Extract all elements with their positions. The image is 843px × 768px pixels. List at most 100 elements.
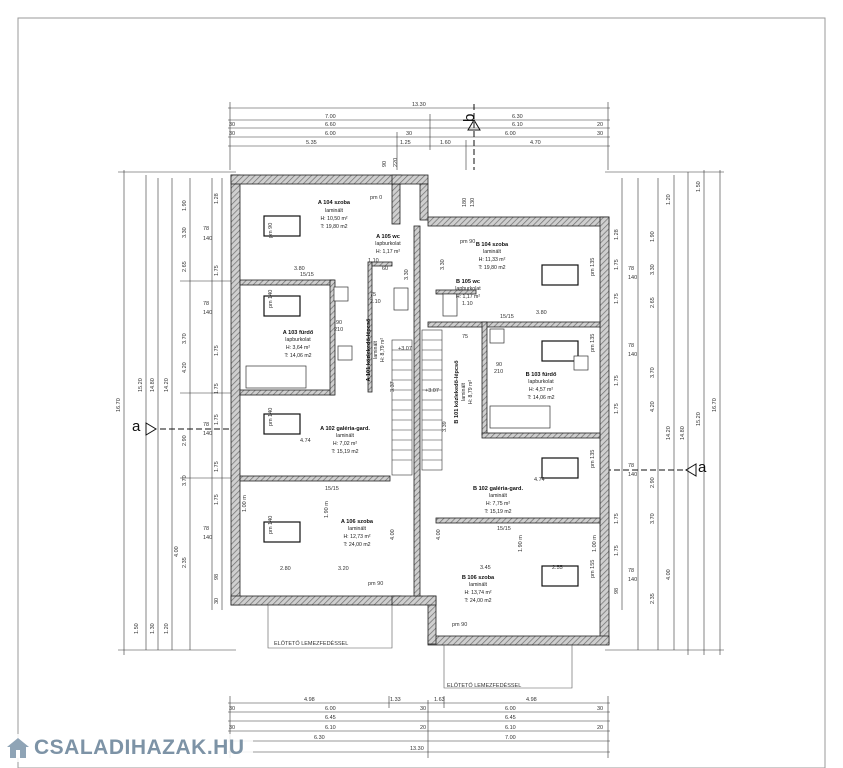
dim-pm140-a: pm 140: [268, 290, 274, 308]
room-floor: laminált: [373, 341, 379, 359]
room-name: B 105 wc: [456, 279, 480, 285]
dim-left-140d: 140: [203, 535, 212, 541]
dim-b-100m: 1.00 m: [592, 535, 598, 552]
dim-left-140c: 140: [203, 431, 212, 437]
room-a102: A 102 galéria-gard. laminált H: 7,02 m² …: [320, 426, 370, 455]
dim-pm90-a106: pm 90: [368, 581, 383, 587]
dim-right-175c: 1.75: [614, 375, 620, 386]
right-dimension-chain: [605, 170, 724, 655]
dim-top-160: 1.60: [440, 140, 451, 146]
watermark-text: CSALADIHAZAK.HU: [34, 736, 245, 759]
room-perimeter: T: 19,80 m2: [478, 265, 505, 271]
section-label-a-left: a: [132, 418, 141, 435]
room-name: B 102 galéria-gard.: [473, 486, 524, 492]
dim-bot-30a: 30: [229, 706, 235, 712]
dim-door-b2: 15/15: [497, 526, 511, 532]
room-b102: B 102 galéria-gard. laminált H: 7,75 m² …: [473, 486, 524, 515]
dim-left-265: 2.65: [182, 261, 188, 272]
dim-right-1670: 16.70: [712, 398, 718, 412]
dim-right-175b: 1.75: [614, 293, 620, 304]
dim-a-337: 3.37: [390, 381, 396, 392]
dim-left-370: 3.70: [182, 333, 188, 344]
dim-bot-163: 1.63: [434, 697, 445, 703]
dim-a-level: +3.07: [398, 346, 412, 352]
room-area: H: 7,02 m²: [333, 441, 357, 447]
dim-top-r20: 20: [597, 122, 603, 128]
dim-a102-width: 4.74: [300, 438, 311, 444]
stair-b: [421, 329, 443, 471]
room-floor: laminált: [325, 208, 343, 214]
dim-pm140-b: pm 140: [268, 408, 274, 426]
room-a103: A 103 fürdő lapburkolat H: 3,64 m² T: 14…: [283, 330, 314, 359]
room-floor: lapburkolat: [455, 286, 481, 292]
dim-top-b3: 6.00: [505, 131, 516, 137]
dim-b104-width: 3.80: [536, 310, 547, 316]
page-frame: [17, 17, 826, 768]
room-area: H: 13,74 m²: [464, 590, 491, 596]
dim-right-78b: 78: [628, 343, 634, 349]
dim-top-b: 6.30: [512, 114, 523, 120]
dim-top-a: 7.00: [325, 114, 336, 120]
dim-right-175f: 1.75: [614, 545, 620, 556]
dim-left-130: 1.30: [150, 623, 156, 634]
dim-top-l30: 30: [229, 122, 235, 128]
room-area: H: 11,33 m²: [479, 257, 506, 263]
dim-b106-w1: 3.45: [480, 565, 491, 571]
dim-left-78a: 78: [203, 226, 209, 232]
dim-a-400: 4.00: [390, 529, 396, 540]
dim-b-190m: 1.90 m: [518, 535, 524, 552]
dim-b-110: 1.10: [462, 301, 473, 307]
room-floor: lapburkolat: [285, 337, 311, 343]
room-floor: lapburkolat: [375, 241, 401, 247]
dim-a-110: 1.10: [368, 258, 379, 264]
dim-left-190: 1.90: [182, 200, 188, 211]
dim-b102-width: 4.74: [534, 477, 545, 483]
dim-bot-20b: 20: [597, 725, 603, 731]
room-a105: A 105 wc lapburkolat H: 1,17 m²: [375, 234, 401, 255]
dim-top-m30: 30: [406, 131, 412, 137]
dim-left-78c: 78: [203, 422, 209, 428]
dim-bot-645b: 6.45: [505, 715, 516, 721]
dim-top-a3: 6.00: [325, 131, 336, 137]
dim-b-330: 3.30: [440, 259, 446, 270]
dim-a-60: 60: [382, 266, 388, 272]
dim-right-330: 3.30: [650, 264, 656, 275]
room-area: H: 1,17 m²: [376, 249, 400, 255]
dim-right-265: 2.65: [650, 297, 656, 308]
room-perimeter: T: 19,80 m2: [320, 224, 347, 230]
dim-a-100m: 1.00 m: [242, 495, 248, 512]
room-perimeter: T: 14,06 m2: [527, 395, 554, 401]
dim-b-75: 75: [462, 334, 468, 340]
dim-left-175b: 1.75: [214, 345, 220, 356]
dim-right-1420: 14.20: [666, 426, 672, 440]
dim-pm90-b106: pm 90: [452, 622, 467, 628]
dim-a-330: 3.30: [404, 269, 410, 280]
dim-left-78d: 78: [203, 526, 209, 532]
dim-right-128: 1.28: [614, 229, 620, 240]
dim-left-120: 1.20: [164, 623, 170, 634]
room-name: A 102 galéria-gard.: [320, 426, 370, 432]
room-name: B 101 közlekedő-lépcső: [454, 360, 460, 424]
dim-a106-w2: 3.20: [338, 566, 349, 572]
dim-right-140b: 140: [628, 352, 637, 358]
dim-right-78a: 78: [628, 266, 634, 272]
dim-right-78c: 78: [628, 463, 634, 469]
canopy-label-a: ELŐTETŐ LEMEZFEDÉSSEL: [274, 640, 348, 647]
dim-top-90: 90: [382, 161, 388, 167]
dim-door-a2: 15/15: [325, 486, 339, 492]
dim-left-1670: 16.70: [116, 398, 122, 412]
house-logo-icon: [7, 738, 29, 758]
dim-left-400: 4.00: [174, 546, 180, 557]
room-a101: A 101 közlekedő-lépcső laminált H: 8,79 …: [366, 318, 386, 381]
room-name: A 104 szoba: [318, 200, 351, 206]
room-name: B 104 szoba: [476, 242, 509, 248]
room-name: B 103 fürdő: [526, 372, 557, 378]
dim-door-b1: 15/15: [500, 314, 514, 320]
exterior-walls: [230, 174, 610, 646]
section-label-a-right: a: [698, 459, 707, 476]
dim-left-1420: 14.20: [164, 378, 170, 392]
top-dimension-chain: [228, 102, 610, 170]
dim-top-535: 5.35: [306, 140, 317, 146]
dim-left-175f: 1.75: [214, 494, 220, 505]
